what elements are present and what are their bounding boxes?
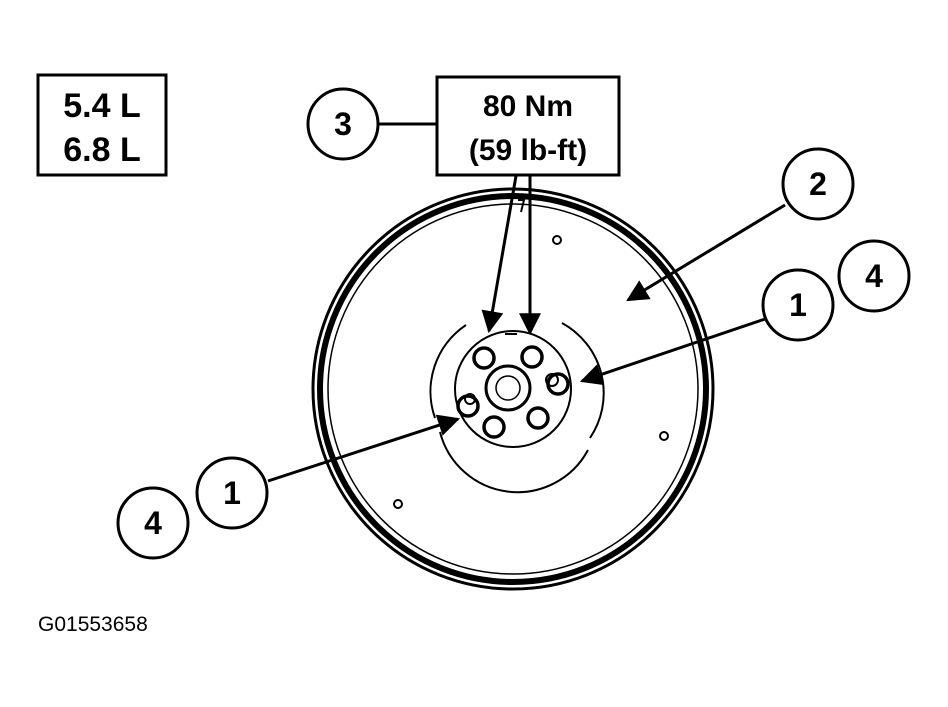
callout-1-left: 1: [195, 456, 269, 530]
callout-2: 2: [781, 147, 855, 221]
torque-spec-box: 80 Nm (59 lb-ft): [435, 75, 621, 177]
callout-3-label: 3: [334, 106, 352, 142]
callout-1-right: 1: [761, 268, 835, 342]
callout-4-right-label: 4: [865, 258, 883, 294]
callout-1-right-label: 1: [789, 287, 807, 323]
torque-spec-metric: 80 Nm: [483, 90, 573, 123]
callout-4-left-label: 4: [144, 505, 162, 541]
callout-2-label: 2: [809, 166, 827, 202]
callout-4-right: 4: [837, 239, 911, 313]
engine-size-line2: 6.8 L: [63, 131, 140, 169]
engine-size-line1: 5.4 L: [63, 87, 140, 125]
callout-2-arrow: [626, 203, 786, 302]
torque-spec-imperial: (59 lb-ft): [469, 134, 587, 167]
callout-1-left-label: 1: [223, 475, 241, 511]
flywheel: [311, 187, 715, 591]
callout-1-left-arrow: [267, 414, 461, 483]
callout-1-right-arrow: [579, 316, 769, 386]
callout-3: 3: [306, 87, 380, 161]
callout-4-left: 4: [116, 486, 190, 560]
torque-arrow-left: [481, 175, 518, 334]
engine-size-box: 5.4 L 6.8 L: [36, 73, 168, 177]
figure-id: G01553658: [38, 613, 148, 636]
